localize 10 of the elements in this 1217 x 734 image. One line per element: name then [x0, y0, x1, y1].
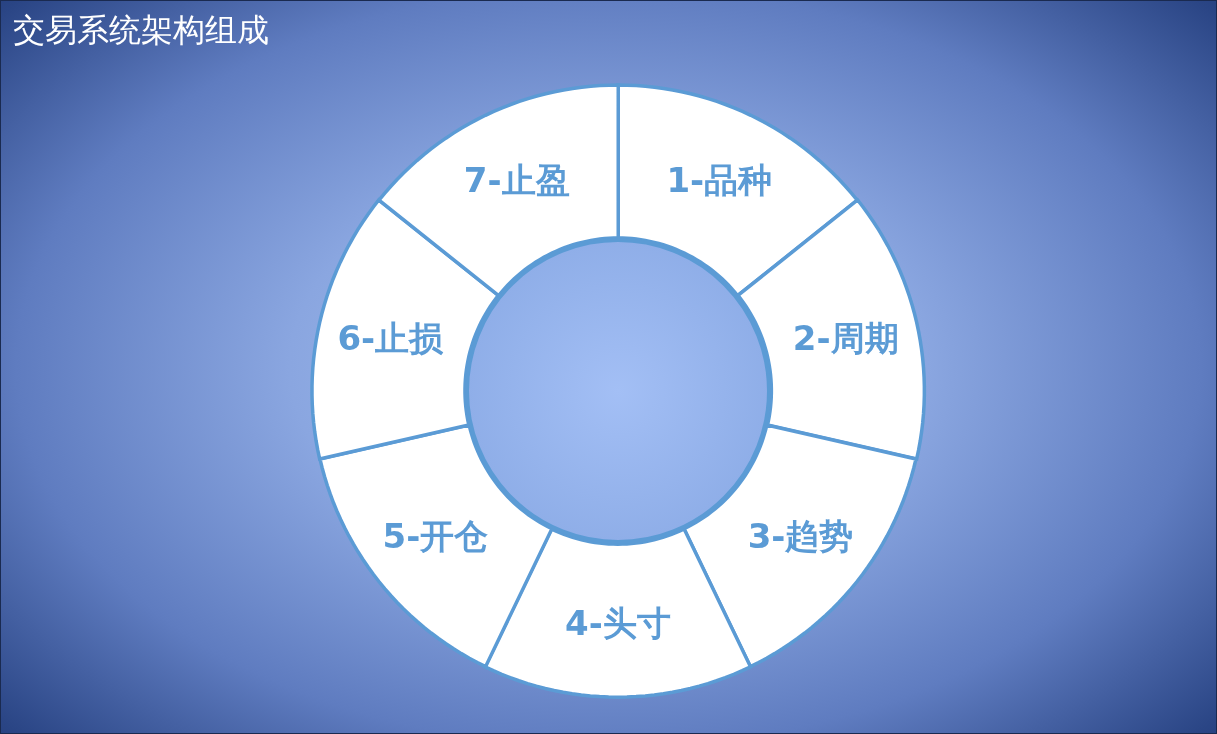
segment-label: 6-止损 — [337, 317, 444, 361]
ring-segment — [376, 83, 620, 298]
segment-label: 7-止盈 — [463, 158, 570, 202]
title: 交易系统架构组成 — [13, 10, 269, 51]
segment-label: 4-头寸 — [565, 602, 671, 646]
segment-label: 3-趋势 — [747, 514, 854, 558]
segment-label: 1-品种 — [666, 158, 773, 202]
segment-label: 5-开仓 — [382, 514, 489, 558]
ring-segment — [735, 198, 926, 462]
segment-label: 2-周期 — [792, 317, 899, 361]
